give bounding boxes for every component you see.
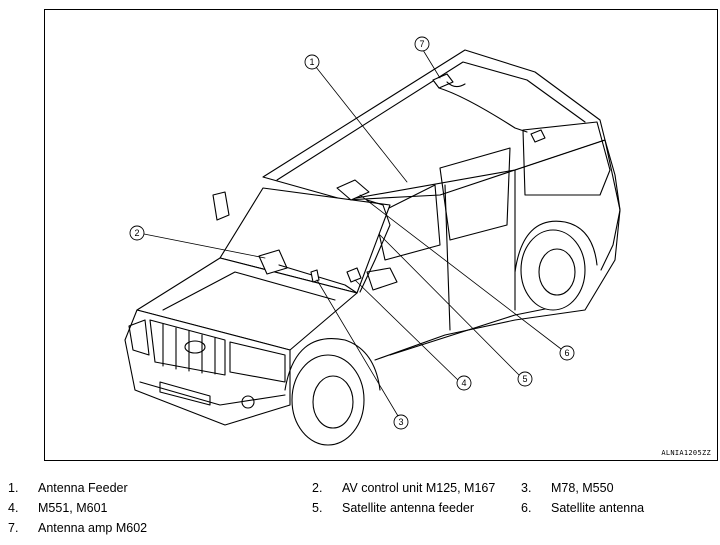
legend-label: M551, M601 <box>38 501 108 515</box>
legend-label: M78, M550 <box>551 481 614 495</box>
grille-badge <box>184 340 206 354</box>
roof-module <box>530 129 546 143</box>
legend-num: 6. <box>521 501 532 515</box>
callout-3: 3 <box>393 414 409 430</box>
amp-wire <box>438 81 528 133</box>
grille-bars <box>162 323 216 375</box>
legend-label: AV control unit M125, M167 <box>342 481 496 495</box>
leader-5 <box>379 234 523 379</box>
feeder-wire <box>278 264 358 294</box>
headlight-left <box>128 319 150 356</box>
callout-4: 4 <box>456 375 472 391</box>
callout-5: 5 <box>517 371 533 387</box>
lower-grille <box>159 381 211 406</box>
leader-2 <box>143 233 266 259</box>
legend-label: Satellite antenna feeder <box>342 501 475 515</box>
bumper <box>139 381 286 406</box>
leader-7 <box>422 49 441 79</box>
hood-crease <box>162 271 336 311</box>
callout-6: 6 <box>559 345 575 361</box>
front-hub <box>312 375 354 429</box>
vehicle-diagram: 1 2 3 4 5 6 7 <box>124 36 621 446</box>
side-mirror <box>366 267 398 291</box>
legend-label: Antenna amp M602 <box>38 521 148 535</box>
grille <box>149 319 226 376</box>
legend-num: 4. <box>8 501 19 515</box>
callout-7-label: 7 <box>419 39 424 49</box>
callout-5-label: 5 <box>522 374 527 384</box>
rear-glass <box>522 121 611 196</box>
fog-light <box>241 395 255 409</box>
roof-outline <box>262 49 606 201</box>
figure-code: ALNIA1205ZZ <box>661 449 711 457</box>
leader-3 <box>316 279 402 422</box>
satellite-antenna <box>336 179 370 201</box>
rear-arch <box>514 220 598 273</box>
antenna-amp <box>432 73 454 89</box>
callout-1: 1 <box>304 54 320 70</box>
headlight-right <box>229 341 286 383</box>
callout-6-label: 6 <box>564 348 569 358</box>
rear-wheel <box>520 229 586 311</box>
leader-6 <box>359 194 566 353</box>
leader-1 <box>311 61 408 183</box>
legend-label: Satellite antenna <box>551 501 645 515</box>
legend-num: 3. <box>521 481 532 495</box>
legend-num: 1. <box>8 481 19 495</box>
callout-1-label: 1 <box>309 57 314 67</box>
rear-body <box>600 139 621 271</box>
left-mirror <box>212 191 230 221</box>
callout-2: 2 <box>129 225 145 241</box>
legend-num: 5. <box>312 501 323 515</box>
rear-hub <box>538 248 576 296</box>
satellite-feeder <box>359 199 391 293</box>
sill <box>389 304 566 356</box>
legend-num: 7. <box>8 521 19 535</box>
av-unit <box>258 249 288 275</box>
legend: 1. Antenna Feeder 2. AV control unit M12… <box>0 478 720 544</box>
leader-4 <box>354 279 461 383</box>
callout-4-label: 4 <box>461 378 466 388</box>
front-arch <box>284 338 381 391</box>
callout-2-label: 2 <box>134 228 139 238</box>
legend-num: 2. <box>312 481 323 495</box>
roof-rail <box>276 61 586 181</box>
door-line-1 <box>444 184 451 331</box>
connector-3 <box>310 269 320 283</box>
callout-3-label: 3 <box>398 417 403 427</box>
connector-4 <box>346 267 362 283</box>
legend-label: Antenna Feeder <box>38 481 128 495</box>
callout-7: 7 <box>414 36 430 52</box>
rear-side-window <box>439 147 511 241</box>
diagram-frame: 1 2 3 4 5 6 7 ALNIA1205ZZ <box>44 9 718 461</box>
